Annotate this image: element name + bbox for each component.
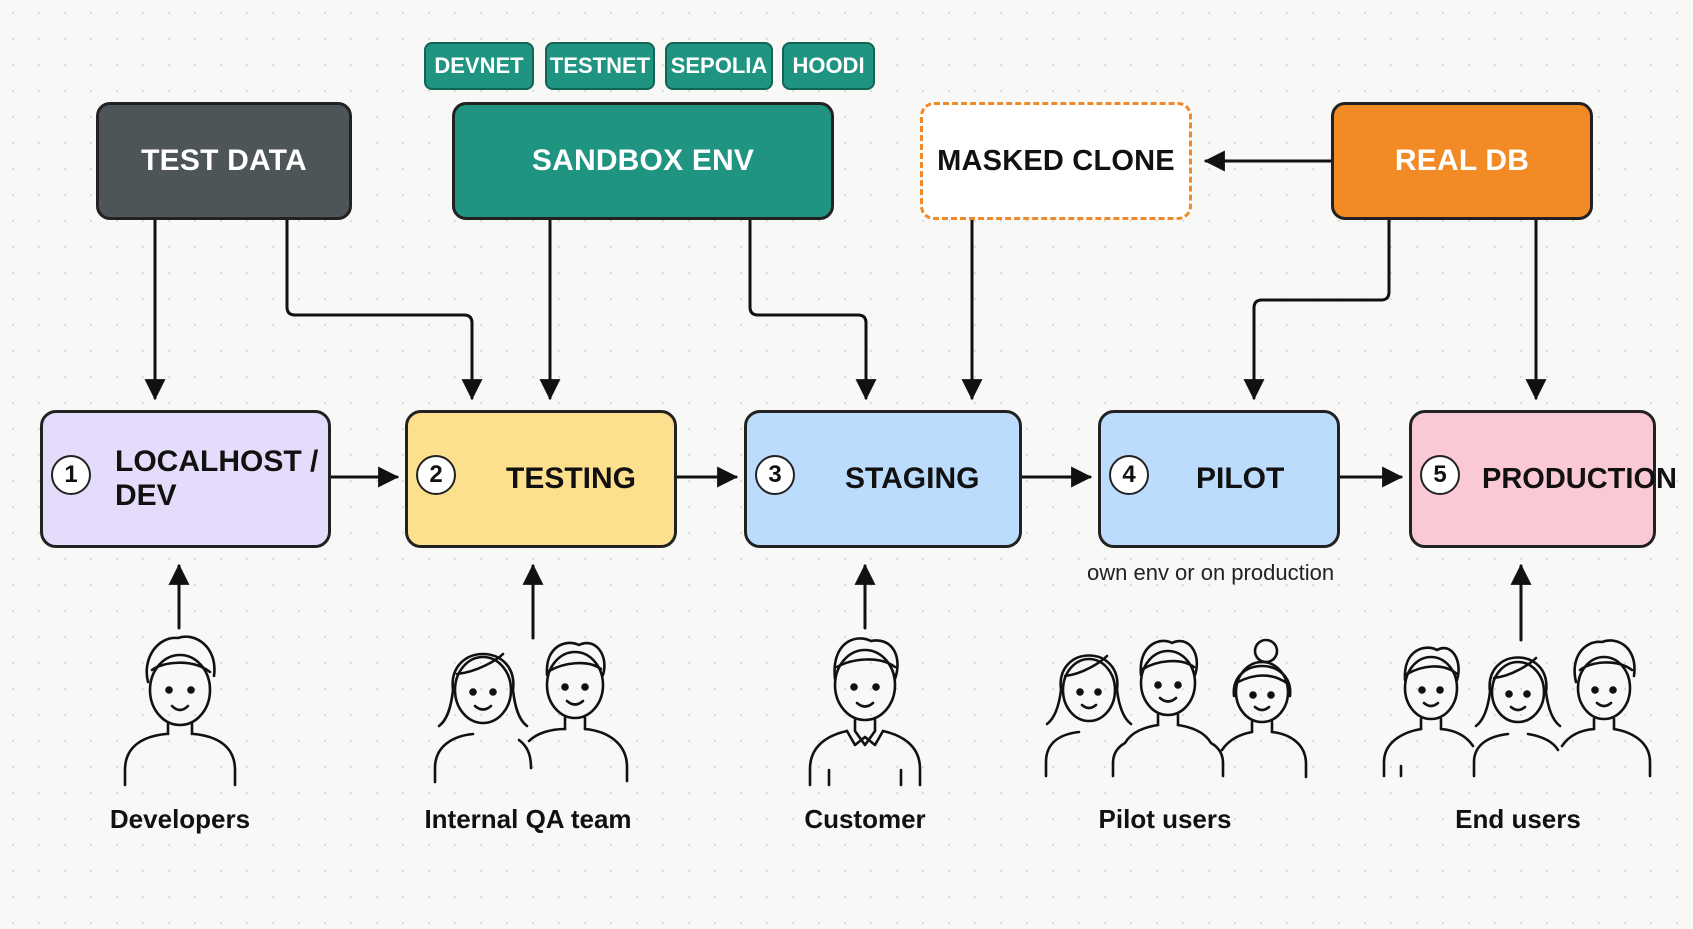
stage-number: 2 [416, 455, 456, 495]
network-tag-testnet: TESTNET [545, 42, 655, 90]
group-label-qa-team: Internal QA team [424, 804, 632, 834]
group-label-customer: Customer [804, 804, 926, 834]
stage-number: 3 [755, 455, 795, 495]
network-tag-devnet: DEVNET [424, 42, 534, 90]
person-icon [808, 637, 922, 787]
test-data-box: TEST DATA [96, 102, 352, 220]
sandbox-env-box: SANDBOX ENV [452, 102, 834, 220]
stage-number: 1 [51, 455, 91, 495]
person-icon [1472, 656, 1562, 778]
person-icon [527, 641, 629, 783]
arrow-icon [748, 218, 877, 401]
group-label-end-users: End users [1455, 804, 1581, 834]
stage-production: 5 PRODUCTION [1409, 410, 1677, 548]
person-icon [1111, 639, 1225, 778]
person-icon [1382, 646, 1475, 778]
person-icon [1220, 638, 1308, 779]
stage-testing: 2 TESTING [405, 410, 677, 548]
person-icon [1560, 639, 1652, 778]
person-icon [1044, 654, 1133, 778]
stage-label: PRODUCTION [1482, 462, 1677, 495]
stage-label: TESTING [506, 462, 637, 495]
arrow-icon [1243, 218, 1391, 401]
masked-clone-box: MASKED CLONE [920, 102, 1192, 220]
person-icon [433, 652, 533, 784]
stage-localhost-dev: 1 LOCALHOST / DEV [40, 410, 331, 548]
stage-number: 4 [1109, 455, 1149, 495]
stage-label: STAGING [845, 462, 980, 495]
network-tag-sepolia: SEPOLIA [665, 42, 773, 90]
stage-number: 5 [1420, 455, 1460, 495]
group-label-pilot-users: Pilot users [1098, 804, 1232, 834]
pilot-note: own env or on production [1087, 560, 1335, 585]
network-tag-hoodi: HOODI [782, 42, 875, 90]
real-db-box: REAL DB [1331, 102, 1593, 220]
stage-label: PILOT [1196, 462, 1285, 495]
person-icon [123, 635, 237, 787]
group-label-developers: Developers [109, 804, 251, 834]
stage-label: LOCALHOST / DEV [115, 445, 319, 512]
arrow-icon [285, 218, 483, 401]
stage-staging: 3 STAGING [744, 410, 1022, 548]
stage-pilot: 4 PILOT [1098, 410, 1340, 548]
